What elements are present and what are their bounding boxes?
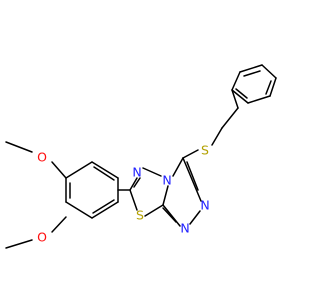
atom-oxygen-lower: O [37, 230, 47, 245]
bond-ring-b1 [231, 71, 241, 91]
bond-c-n-bridge [162, 185, 169, 206]
molecule-structure: O O S S N N N N [5, 64, 277, 249]
bond-n-c-fused [162, 204, 181, 227]
bond-layer [5, 64, 277, 249]
bond-ring-a4 [91, 201, 119, 219]
bond-ch2-s [182, 149, 199, 159]
bond-ring-b3 [261, 64, 277, 79]
bond-ring-b5 [247, 95, 271, 104]
atom-nitrogen-triazole-a: N [200, 198, 209, 213]
atom-sulfur-chain: S [201, 143, 209, 158]
bond-c-n-imine [129, 177, 138, 191]
bond-n-n [142, 167, 162, 177]
atom-oxygen-upper: O [37, 150, 47, 165]
bond-o-aryl-upper [51, 161, 67, 179]
bond-ring-b4 [269, 77, 277, 97]
bond-c-n-triazole-inner [186, 161, 199, 191]
bond-s-ch2 [211, 127, 223, 146]
bond-ring-b2 [239, 64, 263, 73]
bond-c-s-ring [129, 189, 138, 211]
bond-ring-b2-inner [243, 70, 261, 77]
bond-n-c-triazole [172, 157, 184, 177]
bond-ch2-ch2 [221, 107, 239, 129]
bond-ch2-phenyl [231, 89, 239, 109]
atom-label-layer: O O S S N N N N [37, 143, 210, 245]
bond-c-n-imine-inner [133, 177, 141, 188]
bond-ring-b6-inner [235, 88, 248, 99]
bond-ring-a4-inner [92, 199, 115, 214]
atom-nitrogen-bridgehead: N [162, 173, 171, 188]
atom-nitrogen-triazole-b: N [180, 221, 189, 236]
bond-ring-a1 [65, 161, 93, 179]
bond-n-c-fused-inner [162, 207, 177, 223]
bond-n-n-triazole [189, 210, 201, 225]
bond-ring-a5 [65, 201, 93, 219]
bond-ring-a2 [91, 161, 119, 179]
bond-ring-b6 [231, 89, 249, 104]
bond-ring-a2-inner [93, 166, 115, 181]
bond-o-aryl-lower [51, 216, 67, 233]
bond-methyl-upper [5, 141, 33, 153]
atom-sulfur-ring: S [136, 208, 144, 223]
bond-c-n-triazole [182, 157, 202, 202]
bond-ring-b4-inner [265, 80, 272, 95]
bond-methyl-lower [5, 239, 33, 249]
bond-s-c-fused [144, 204, 164, 217]
atom-nitrogen-imine: N [132, 165, 141, 180]
